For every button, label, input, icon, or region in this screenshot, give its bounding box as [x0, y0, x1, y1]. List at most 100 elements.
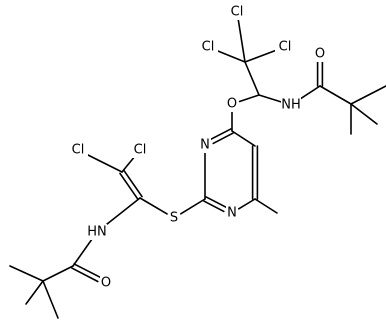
atom-symbol: HN: [87, 225, 107, 240]
atom-label-o: O: [314, 46, 326, 62]
single-bond: [102, 197, 141, 228]
atom-label-nh: NH: [281, 97, 301, 113]
bond-line-b: [73, 263, 101, 279]
atom-label-background: [100, 275, 112, 291]
atom-label-background: [68, 142, 88, 158]
atom-label-n: N: [199, 137, 211, 153]
bond-line: [42, 265, 74, 282]
atom-label-cl: Cl: [227, 4, 247, 20]
bond-line: [121, 155, 136, 173]
single-bond: [231, 130, 256, 147]
atom-label-background: [130, 142, 150, 158]
double-bond: [210, 128, 234, 145]
single-bond: [72, 237, 94, 267]
single-bond: [296, 85, 321, 102]
atom-label-background: [168, 210, 180, 226]
double-bond: [316, 61, 324, 87]
bond-line-b: [205, 196, 227, 208]
single-bond: [319, 85, 352, 105]
single-bond: [25, 280, 44, 305]
single-bond: [139, 197, 168, 215]
atom-symbol: Cl: [231, 5, 244, 20]
bond-line: [350, 85, 386, 105]
double-bond: [119, 169, 143, 201]
bond-line: [296, 85, 321, 102]
atom-label-hn: HN: [87, 224, 107, 240]
bond-line: [238, 198, 256, 210]
single-bond: [121, 155, 136, 173]
single-bond: [84, 152, 123, 173]
bond-line: [84, 152, 123, 173]
atom-label-cl: Cl: [68, 142, 88, 158]
atom-symbol: O: [101, 276, 111, 291]
single-bond: [258, 94, 285, 104]
bond-line-a: [210, 128, 232, 140]
atom-label-background: [199, 137, 211, 153]
single-bond: [244, 61, 260, 96]
bond-line: [139, 197, 168, 215]
bonds-layer: [9, 19, 386, 319]
atom-symbol: N: [227, 206, 237, 221]
bond-line: [214, 49, 246, 63]
single-bond: [214, 49, 246, 63]
atom-label-o: O: [226, 96, 238, 112]
bond-line: [180, 198, 206, 215]
single-bond: [42, 265, 74, 282]
bond-line: [238, 94, 260, 103]
atom-label-s: S: [168, 210, 180, 226]
atom-label-background: [281, 97, 301, 113]
bond-line: [9, 265, 44, 282]
atom-label-background: [198, 39, 218, 55]
bond-line: [72, 237, 94, 267]
atom-label-background: [87, 224, 107, 240]
atom-label-cl: Cl: [198, 39, 218, 55]
atom-label-background: [275, 39, 295, 55]
single-bond: [238, 94, 260, 103]
single-bond: [350, 103, 378, 125]
bond-line: [102, 197, 141, 228]
bond-line: [244, 48, 279, 63]
bond-line: [237, 19, 246, 63]
atom-symbol: Cl: [202, 40, 215, 55]
bond-line: [258, 94, 285, 104]
single-bond: [180, 198, 206, 215]
atom-label-background: [226, 96, 238, 112]
atom-symbol: Cl: [72, 143, 85, 158]
single-bond: [238, 198, 256, 210]
double-bond: [203, 196, 227, 213]
atom-symbol: O: [315, 47, 325, 62]
bond-line: [231, 130, 256, 147]
single-bond: [254, 198, 278, 214]
atom-symbol: Cl: [279, 40, 292, 55]
atom-symbol: S: [170, 211, 178, 226]
single-bond: [9, 265, 44, 282]
bond-line-b: [119, 172, 139, 201]
bond-line: [254, 198, 278, 214]
single-bond: [244, 48, 279, 63]
single-bond: [237, 19, 246, 63]
bond-line-a: [203, 200, 225, 213]
atom-label-background: [226, 205, 238, 221]
double-bond: [251, 145, 259, 200]
atom-symbol: Cl: [134, 143, 147, 158]
atom-symbol: O: [227, 97, 237, 112]
bond-line-a: [71, 267, 99, 283]
atom-label-cl: Cl: [130, 142, 150, 158]
atom-label-n: N: [226, 205, 238, 221]
bond-line: [350, 103, 378, 125]
bond-line-b: [212, 132, 234, 145]
atom-label-background: [227, 4, 247, 20]
atom-label-cl: Cl: [275, 39, 295, 55]
atom-symbol: N: [200, 138, 210, 153]
single-bond: [350, 85, 386, 105]
atom-label-o: O: [100, 275, 112, 291]
bond-line: [244, 61, 260, 96]
bond-line: [42, 280, 59, 319]
atom-label-background: [314, 46, 326, 62]
bond-line: [25, 280, 44, 305]
atom-symbol: NH: [281, 98, 301, 113]
bond-line: [319, 85, 352, 105]
